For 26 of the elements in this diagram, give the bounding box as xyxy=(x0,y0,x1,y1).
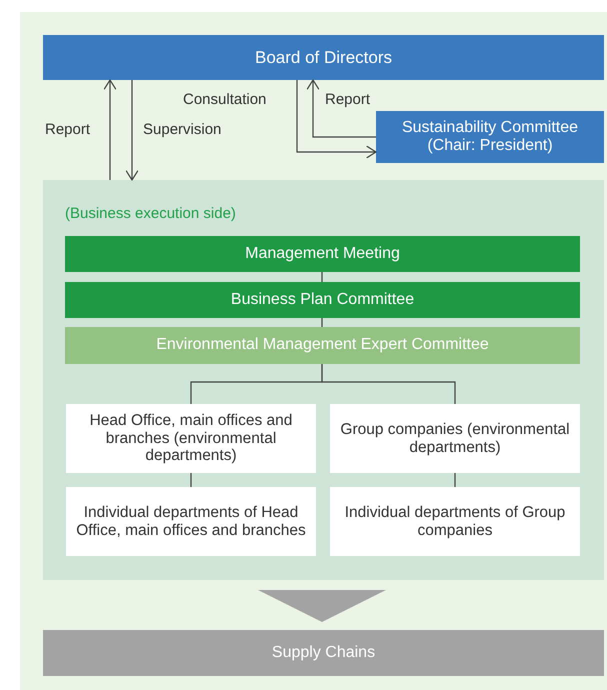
arrow xyxy=(306,79,376,138)
edge-label: Report xyxy=(45,121,90,138)
edge-label: Consultation xyxy=(183,91,266,108)
department-box: Individual departments of Group companies xyxy=(330,487,580,556)
connector-line xyxy=(321,318,323,327)
edge-label: Supervision xyxy=(143,121,222,138)
connector-line xyxy=(190,473,192,487)
arrow xyxy=(125,80,139,181)
panel-heading: (Business execution side) xyxy=(65,205,236,222)
arrow xyxy=(296,80,377,159)
committee-bar: Environmental Management Expert Committee xyxy=(65,327,580,364)
board-box: Board of Directors xyxy=(43,35,604,80)
meeting-bar: Management Meeting xyxy=(65,236,580,272)
committee-box: Sustainability Committee (Chair: President) xyxy=(376,111,604,163)
connector-line xyxy=(321,272,323,282)
arrow-shape xyxy=(258,590,386,622)
connector-line xyxy=(321,364,456,404)
arrow xyxy=(103,79,117,180)
connector-line xyxy=(454,473,456,487)
department-box: Head Office, main offices and branches (environmental departments) xyxy=(66,404,316,473)
committee-bar: Business Plan Committee xyxy=(65,282,580,318)
edge-label: Report xyxy=(325,91,370,108)
department-box: Group companies (environmental departments) xyxy=(330,404,580,473)
department-box: Individual departments of Head Office, main offices and branches xyxy=(66,487,316,556)
supply-chain-bar: Supply Chains xyxy=(43,630,604,676)
execution-panel xyxy=(43,180,604,580)
